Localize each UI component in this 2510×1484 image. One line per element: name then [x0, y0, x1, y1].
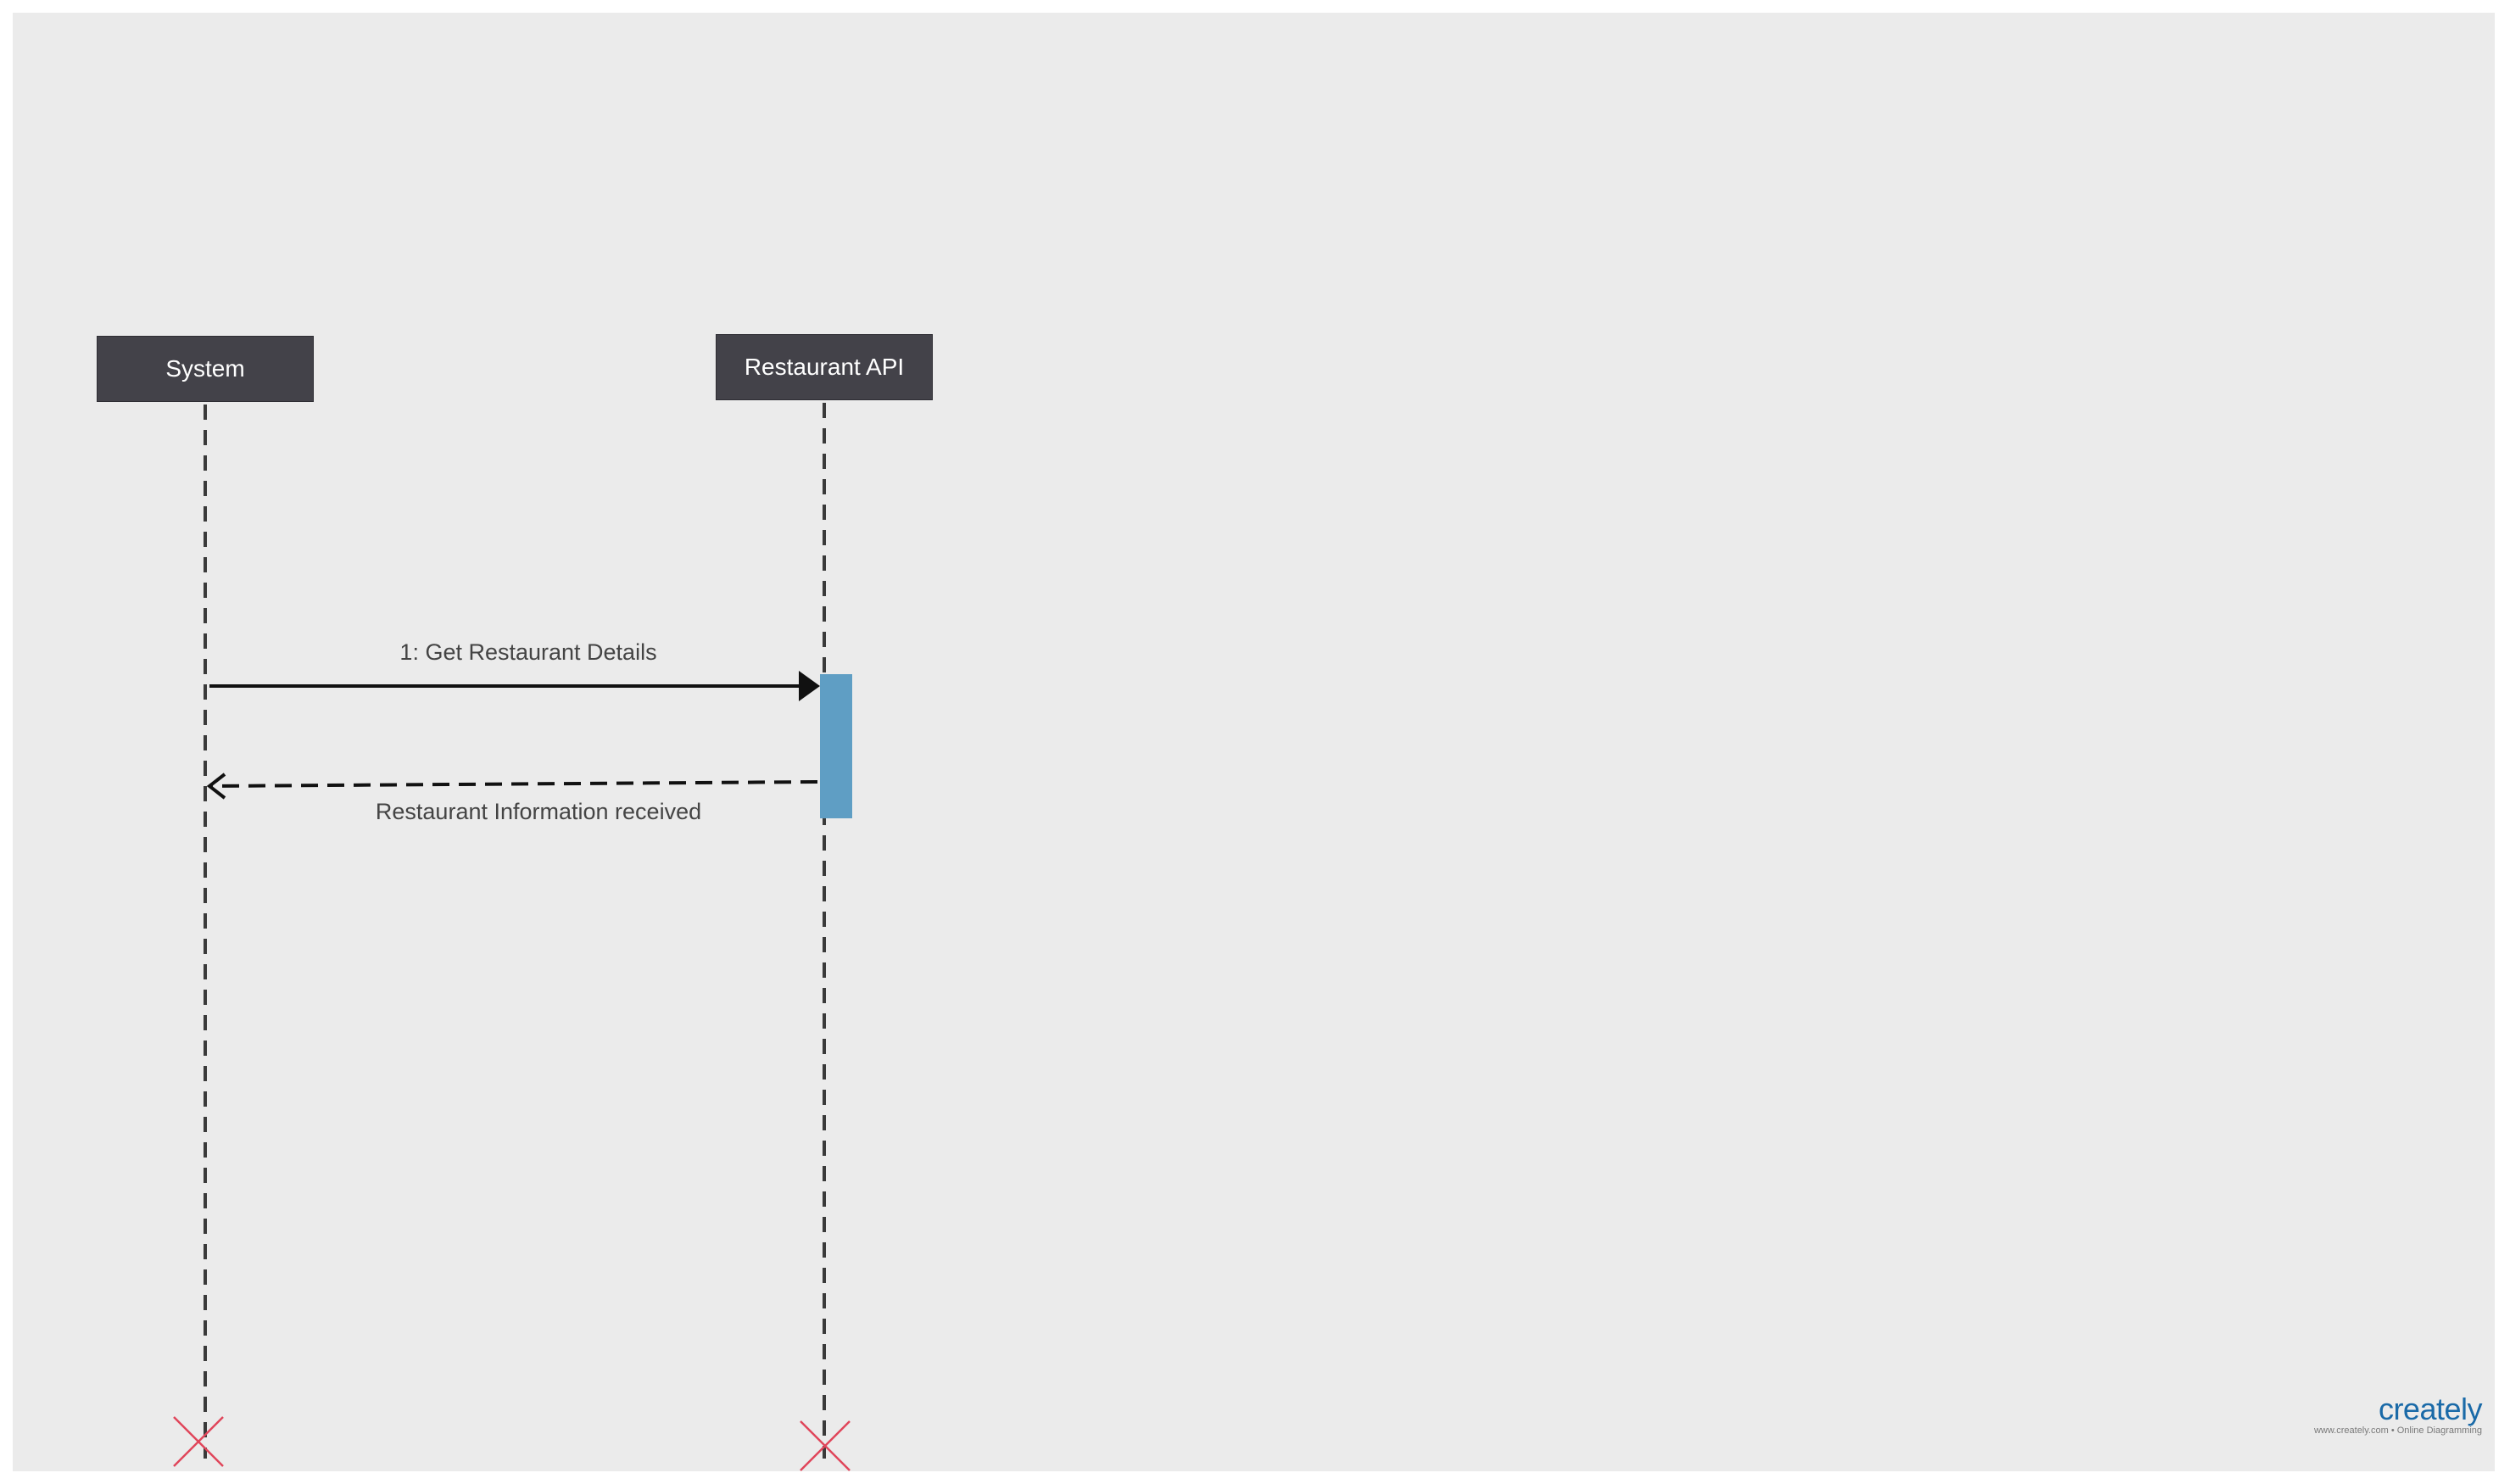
creately-watermark: creately www.creately.com • Online Diagr…: [2313, 1392, 2483, 1436]
destroy-mark-system-icon: [173, 1416, 224, 1467]
sequence-diagram: [173, 403, 852, 1471]
participant-restaurant-api[interactable]: Restaurant API: [716, 334, 933, 400]
participant-system-label: System: [165, 355, 245, 382]
arrowhead-open-icon: [206, 773, 226, 800]
creately-logo: creately: [2378, 1392, 2483, 1426]
activation-bar-restaurant-api: [820, 674, 852, 818]
message-arrow-return: [210, 780, 818, 788]
arrowhead-filled-icon: [799, 671, 820, 701]
message-label-get-details: 1: Get Restaurant Details: [399, 639, 657, 665]
creately-tagline: www.creately.com • Online Diagramming: [2313, 1425, 2482, 1436]
message-label-information-received: Restaurant Information received: [375, 799, 702, 824]
participant-system[interactable]: System: [97, 336, 314, 402]
participant-restaurant-api-label: Restaurant API: [744, 354, 905, 380]
diagram-canvas: System Restaurant API 1: Get Restaurant …: [13, 13, 2495, 1471]
destroy-mark-restaurant-api-icon: [800, 1420, 851, 1471]
